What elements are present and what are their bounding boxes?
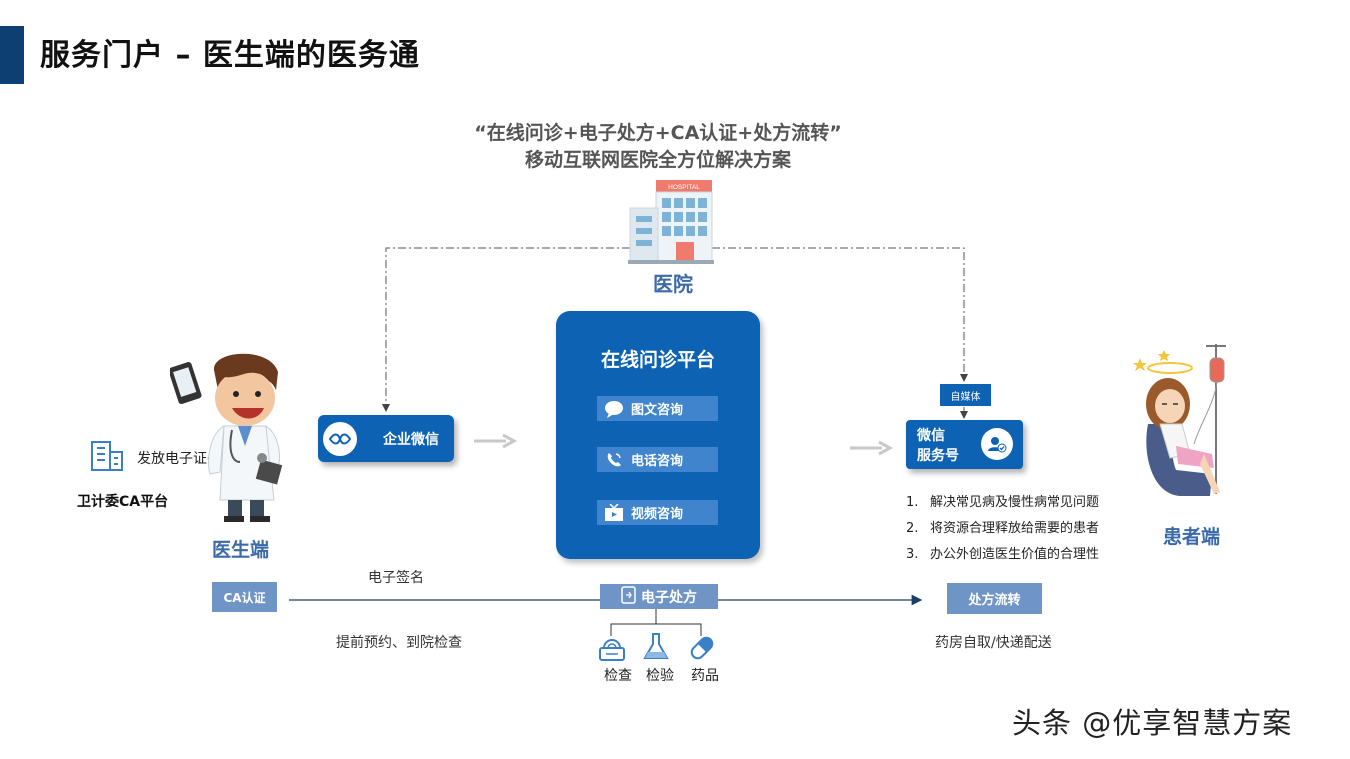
- item-medicine: 药品: [691, 668, 719, 684]
- wechat-service-account-box[interactable]: 微信 服务号: [906, 420, 1023, 469]
- platform-title: 在线问诊平台: [600, 349, 715, 371]
- e-prescription-box[interactable]: 电子处方: [600, 584, 718, 609]
- wecom-box[interactable]: 企业微信: [318, 415, 454, 462]
- media-tag: 自媒体: [940, 384, 991, 406]
- tv-icon: [597, 503, 631, 522]
- service-video-consult[interactable]: 视频咨询: [597, 500, 718, 525]
- list-num: 2.: [906, 521, 919, 536]
- subtitle-line-1: “在线问诊+电子处方+CA认证+处方流转”: [474, 122, 842, 144]
- ca-platform-label: 卫计委CA平台: [77, 494, 169, 510]
- e-prescription-label: 电子处方: [641, 589, 697, 606]
- subtitle-line-2: 移动互联网医院全方位解决方案: [524, 149, 791, 171]
- prescription-icon: [621, 585, 637, 608]
- wecom-label: 企业微信: [383, 431, 439, 448]
- service-label: 电话咨询: [631, 454, 684, 469]
- doctor-illustration: [170, 353, 283, 522]
- phone-icon: [597, 451, 631, 469]
- ultrasound-icon: [599, 639, 625, 661]
- building-icon: [91, 441, 123, 471]
- list-item: 3. 办公外创造医生价值的合理性: [906, 542, 1099, 568]
- list-text: 办公外创造医生价值的合理性: [930, 547, 1100, 562]
- list-item: 1. 解决常见病及慢性病常见问题: [906, 490, 1099, 516]
- doctor-side-label: 医生端: [212, 539, 270, 561]
- list-num: 3.: [906, 547, 919, 562]
- list-num: 1.: [906, 495, 919, 510]
- service-phone-consult[interactable]: 电话咨询: [597, 447, 718, 472]
- list-item: 2. 将资源合理释放给需要的患者: [906, 516, 1099, 542]
- hospital-icon: HOSPITAL: [628, 180, 714, 264]
- issue-certificate-text: 发放电子证书: [137, 451, 221, 467]
- benefits-list: 1. 解决常见病及慢性病常见问题 2. 将资源合理释放给需要的患者 3. 办公外创造医…: [906, 490, 1099, 568]
- wechat-service-line1: 微信: [917, 428, 945, 444]
- patient-illustration: [1133, 344, 1226, 496]
- pill-icon: [690, 636, 714, 660]
- wecom-icon: [323, 421, 357, 456]
- service-label: 视频咨询: [631, 507, 684, 522]
- list-text: 解决常见病及慢性病常见问题: [930, 495, 1100, 510]
- user-check-icon: [981, 428, 1013, 460]
- esign-text: 电子签名: [368, 570, 424, 586]
- page-title: 服务门户 – 医生端的医务通: [40, 38, 420, 73]
- ca-auth-box[interactable]: CA认证: [212, 582, 277, 612]
- flask-icon: [643, 633, 669, 659]
- list-text: 将资源合理释放给需要的患者: [930, 521, 1100, 536]
- service-label: 图文咨询: [631, 403, 684, 418]
- online-consultation-platform: 在线问诊平台 图文咨询 电话咨询 视频咨询: [556, 311, 760, 559]
- title-accent-bar: [0, 26, 24, 84]
- prescription-transfer-box[interactable]: 处方流转: [947, 583, 1042, 614]
- hospital-label: 医院: [653, 272, 693, 296]
- hospital-sign-text: HOSPITAL: [668, 184, 700, 191]
- booking-text: 提前预约、到院检查: [336, 635, 462, 651]
- service-text-consult[interactable]: 图文咨询: [597, 396, 718, 421]
- item-lab-test: 检验: [646, 668, 674, 684]
- item-check: 检查: [604, 668, 632, 684]
- pharmacy-text: 药房自取/快递配送: [935, 635, 1052, 651]
- watermark: 头条 @优享智慧方案: [1012, 706, 1293, 740]
- patient-side-label: 患者端: [1163, 526, 1221, 548]
- chat-bubble-icon: [597, 400, 631, 418]
- wechat-service-line2: 服务号: [917, 448, 959, 464]
